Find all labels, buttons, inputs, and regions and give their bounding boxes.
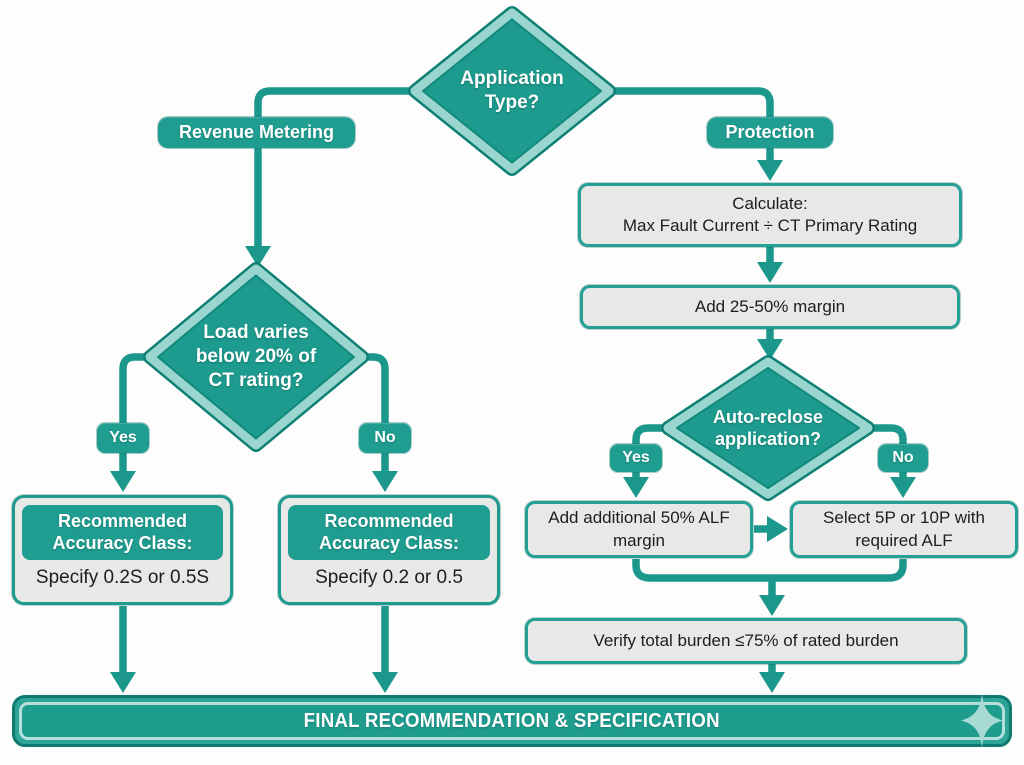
accuracy-class-value-right: Specify 0.2 or 0.5 [315,566,463,588]
connector-merge-left [632,559,772,582]
connector-autoreclose-yes [632,424,672,480]
accuracy-class-header-left: Recommended Accuracy Class: [22,505,223,560]
branch-label-yes-left: Yes [97,423,149,453]
final-recommendation-text: FINAL RECOMMENDATION & SPECIFICATION [303,709,721,732]
connector-autoreclose-no [864,424,907,480]
margin-box: Add 25-50% margin [580,285,960,329]
verify-burden-box: Verify total burden ≤75% of rated burden [525,618,967,664]
alf-margin-box: Add additional 50% ALF margin [525,501,753,558]
decision-diamonds [143,6,875,501]
final-recommendation-banner: FINAL RECOMMENDATION & SPECIFICATION [12,695,1012,747]
branch-label-revenue-metering: Revenue Metering [158,117,355,148]
connector-load-no [357,353,389,474]
connector-root-to-protection [594,87,774,163]
branch-label-no-right: No [878,444,928,472]
auto-reclose-diamond-shape [661,355,875,501]
application-type-diamond-shape [408,6,616,176]
load-varies-diamond-shape [143,262,369,452]
accuracy-class-box-left: Recommended Accuracy Class: Specify 0.2S… [12,495,233,605]
branch-label-protection: Protection [707,117,833,148]
calculate-formula: Max Fault Current ÷ CT Primary Rating [622,216,918,235]
calculate-title: Calculate: [732,193,808,213]
select-class-box: Select 5P or 10P with required ALF [790,501,1018,558]
sparkle-icon [961,693,1003,748]
calculate-box: Calculate: Max Fault Current ÷ CT Primar… [578,183,962,247]
final-recommendation-banner-inner: FINAL RECOMMENDATION & SPECIFICATION [19,702,1005,740]
load-varies-decision: Load varies below 20% of CT rating? [195,322,317,391]
auto-reclose-decision: Auto-reclose application? [712,406,824,450]
arrowheads [110,160,916,693]
accuracy-class-value-left: Specify 0.2S or 0.5S [35,566,210,588]
accuracy-class-header-right: Recommended Accuracy Class: [288,505,490,560]
application-type-decision: Application Type? [460,68,564,113]
connector-root-to-revenue [254,87,430,250]
connector-load-yes [119,353,155,474]
accuracy-class-box-right: Recommended Accuracy Class: Specify 0.2 … [278,495,500,605]
branch-label-yes-right: Yes [610,444,662,472]
branch-label-no-left: No [359,423,411,453]
connector-merge-right [772,559,907,582]
